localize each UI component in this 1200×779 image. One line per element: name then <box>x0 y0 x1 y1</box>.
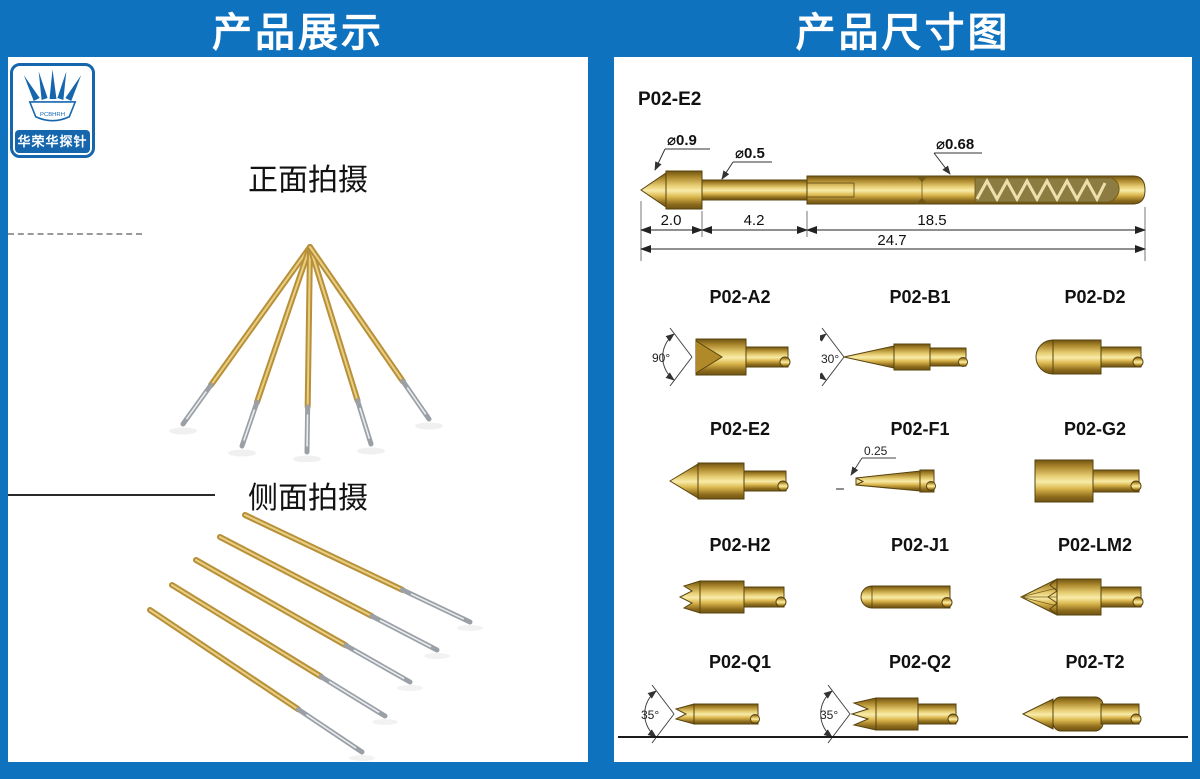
probe-type-label: P02-Q2 <box>888 652 952 672</box>
logo-name: 华荣华探针 <box>15 130 90 153</box>
probe-type-cell: P02-LM2 <box>995 533 1195 629</box>
svg-text:35°: 35° <box>641 708 659 722</box>
left-header-title: 产品展示 <box>212 10 384 55</box>
probe-tip-icon-j1 <box>860 585 953 609</box>
probe-tip-icon-f1: 0.25 <box>836 444 936 493</box>
probe-tip-icon-lm2 <box>1019 578 1144 616</box>
probe-tip-icon-q2: 35° <box>820 684 959 744</box>
probe-tip-icon-d2 <box>1035 339 1144 375</box>
probe-type-label: P02-H2 <box>709 535 771 555</box>
probe-type-cell: P02-Q1 35° <box>640 650 840 746</box>
probe-type-label: P02-Q1 <box>708 652 772 672</box>
side-label-rule <box>8 494 215 496</box>
probe-type-cell: P02-E2 <box>640 417 840 513</box>
probe-type-label: P02-F1 <box>890 419 950 439</box>
probe-tip-icon-e2 <box>669 462 789 500</box>
svg-text:18.5: 18.5 <box>917 212 946 229</box>
diagram-title: P02-E2 <box>638 89 702 110</box>
side-view-label: 侧面拍摄 <box>248 482 368 515</box>
probe-tip-icon-a2: 90° <box>652 327 791 387</box>
probe-type-cell: P02-B1 30° <box>820 285 1020 389</box>
svg-text:30°: 30° <box>821 352 839 366</box>
dimension-diagram: ⌀0.9 ⌀0.5 ⌀0.68 2.0 4.2 18.5 24.7 <box>640 132 1146 261</box>
probe-type-label: P02-T2 <box>1065 652 1125 672</box>
svg-text:⌀0.9: ⌀0.9 <box>667 132 697 149</box>
brand-logo: PCBHRH 华荣华探针 <box>10 63 95 158</box>
bottom-rule <box>618 736 1188 738</box>
probe-type-label: P02-A2 <box>709 287 771 307</box>
probe-type-label: P02-J1 <box>890 535 950 555</box>
probe-type-label: P02-E2 <box>709 419 771 439</box>
side-view-photo <box>147 512 483 761</box>
probe-tip-icon-q1: 35° <box>641 684 760 744</box>
probe-tip-icon-g2 <box>1034 459 1142 503</box>
probe-tip-icon-b1: 30° <box>820 327 968 387</box>
svg-text:24.7: 24.7 <box>877 232 906 249</box>
probe-tip-icon-h2 <box>678 580 787 614</box>
product-display-panel: PCBHRH 华荣华探针 正面拍摄 侧面拍摄 <box>8 57 588 762</box>
front-view-label: 正面拍摄 <box>248 164 368 197</box>
logo-subtext: PCBHRH <box>40 112 65 118</box>
logo-crown-icon: PCBHRH <box>23 69 82 122</box>
svg-text:90°: 90° <box>652 351 670 365</box>
probe-type-cell: P02-H2 <box>640 533 840 629</box>
probe-type-cell: P02-T2 <box>995 650 1195 746</box>
svg-text:⌀0.5: ⌀0.5 <box>735 145 765 162</box>
probe-type-cell: P02-F1 0.25 <box>820 417 1020 513</box>
probe-type-label: P02-B1 <box>889 287 951 307</box>
probe-type-cell: P02-J1 <box>820 533 1020 629</box>
svg-text:4.2: 4.2 <box>744 212 765 229</box>
front-view-photo <box>169 244 443 462</box>
svg-text:35°: 35° <box>820 708 838 722</box>
probe-type-label: P02-G2 <box>1063 419 1127 439</box>
probe-type-cell: P02-A2 90° <box>640 285 840 389</box>
dashed-divider <box>8 233 142 235</box>
probe-type-cell: P02-D2 <box>995 285 1195 389</box>
svg-text:2.0: 2.0 <box>661 212 682 229</box>
probe-type-label: P02-D2 <box>1064 287 1126 307</box>
svg-text:0.25: 0.25 <box>864 444 888 458</box>
probe-tip-icon-t2 <box>1021 696 1142 732</box>
right-header-title: 产品尺寸图 <box>795 10 1011 55</box>
probe-type-label: P02-LM2 <box>1057 535 1133 555</box>
probe-type-cell: P02-G2 <box>995 417 1195 513</box>
dimension-panel: P02-E2 ⌀0.9 ⌀0.5 ⌀0.68 2.0 4.2 18.5 24.7 P02-A… <box>614 57 1192 762</box>
probe-type-cell: P02-Q2 35° <box>820 650 1020 746</box>
svg-text:⌀0.68: ⌀0.68 <box>936 136 974 153</box>
